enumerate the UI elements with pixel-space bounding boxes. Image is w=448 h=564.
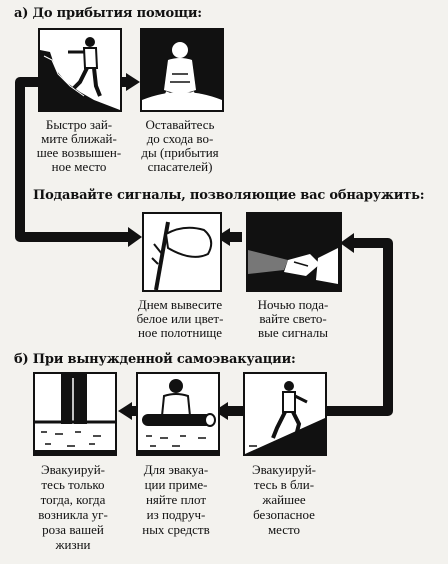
signals-heading: Подавайте сигналы, позволяющие вас обнар… [33,188,425,203]
signal-night-picture [246,212,342,292]
step-a2-picture [140,28,224,112]
left-loop-arrowhead [128,227,142,247]
step-b1-picture [33,372,117,456]
b-arrowhead-2 [214,402,228,420]
step-b3-caption: Эвакуируй- тесь в бли- жайшее безопасное… [251,462,317,537]
step-a1-picture [38,28,122,112]
signal-night-caption: Ночью пода- вайте свето- вые сигналы [257,297,329,340]
step-b2-picture [136,372,220,456]
climbing-person-icon [40,37,120,110]
signal-day-picture [142,212,222,292]
signals-arrowhead [216,228,230,246]
step-b3-picture [243,372,327,456]
right-loop-arrowhead [340,233,354,253]
legs-in-water-icon [35,374,115,454]
right-loop-line [325,238,393,416]
signal-day-caption: Днем вывесите белое или цвет- ное полотн… [136,297,224,340]
step-b1-caption: Эвакуируй- тесь только тогда, когда возн… [38,462,108,552]
flashlight-icon [248,248,338,284]
step-b2-caption: Для эвакуа- ции приме- няйте плот из под… [142,462,210,537]
b-arrowhead-1 [118,402,132,420]
left-loop-line [15,77,128,242]
sitting-person-icon [142,42,222,110]
step-a2-caption: Оставайтесь до схода во- ды (прибытия сп… [141,117,219,174]
section-b-heading: б) При вынужденной самоэвакуации: [14,352,296,367]
a-step-arrowhead [126,73,140,91]
white-flag-icon [151,221,213,290]
walking-uphill-icon [245,381,325,454]
log-raft-icon [138,379,218,454]
step-a1-caption: Быстро зай- мите ближай- шее возвышен- н… [36,117,122,174]
section-a-heading: а) До прибытия помощи: [14,6,202,21]
